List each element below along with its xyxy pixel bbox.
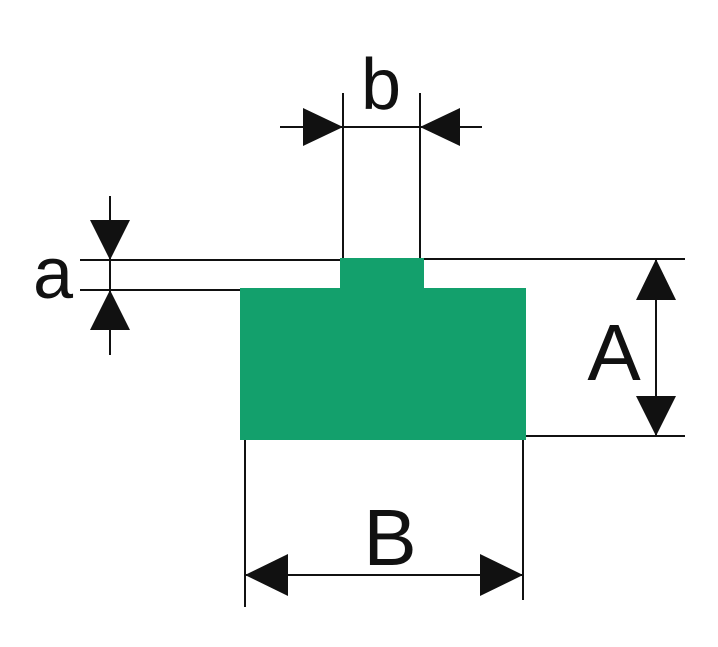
b-arrow-left-icon (303, 108, 343, 146)
A-arrow-down-icon (636, 396, 676, 436)
extension-lines (80, 93, 685, 607)
a-arrow-up-icon (90, 290, 130, 330)
A-arrow-up-icon (636, 259, 676, 300)
B-arrow-right-icon (480, 554, 523, 596)
b-label: b (361, 45, 401, 125)
dimension-A: A (587, 259, 676, 436)
a-label: a (33, 234, 74, 314)
B-label: B (363, 493, 416, 582)
dimension-b: b (280, 45, 482, 146)
A-label: A (587, 308, 641, 397)
t-profile-shape (240, 258, 526, 440)
b-arrow-right-icon (420, 108, 460, 146)
dimension-B: B (245, 493, 523, 596)
B-arrow-left-icon (245, 554, 288, 596)
a-arrow-down-icon (90, 220, 130, 260)
dimension-a: a (33, 196, 130, 355)
